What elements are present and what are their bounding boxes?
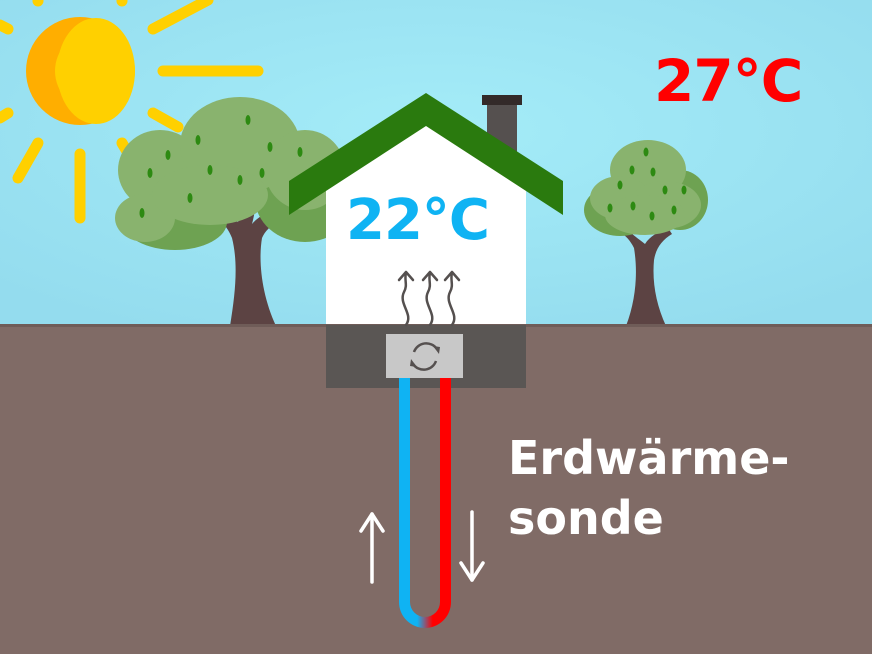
heat-rising-arrows-icon [397,270,461,327]
arrow-up-icon [359,512,385,584]
tree-right [584,140,708,326]
house-wall [326,125,526,326]
heat-pump-unit-icon [386,334,463,378]
probe-label-line2: sonde [508,491,664,545]
outside-temperature: 27°C [654,47,803,115]
arrow-down-icon [459,510,485,582]
sun-icon [0,0,264,224]
probe-label-line1: Erdwärme- [508,431,790,485]
probe-label: Erdwärme- sonde [508,428,789,548]
inside-temperature: 22°C [346,188,490,253]
u-tube-probe [399,378,451,628]
house-roof [289,93,563,215]
